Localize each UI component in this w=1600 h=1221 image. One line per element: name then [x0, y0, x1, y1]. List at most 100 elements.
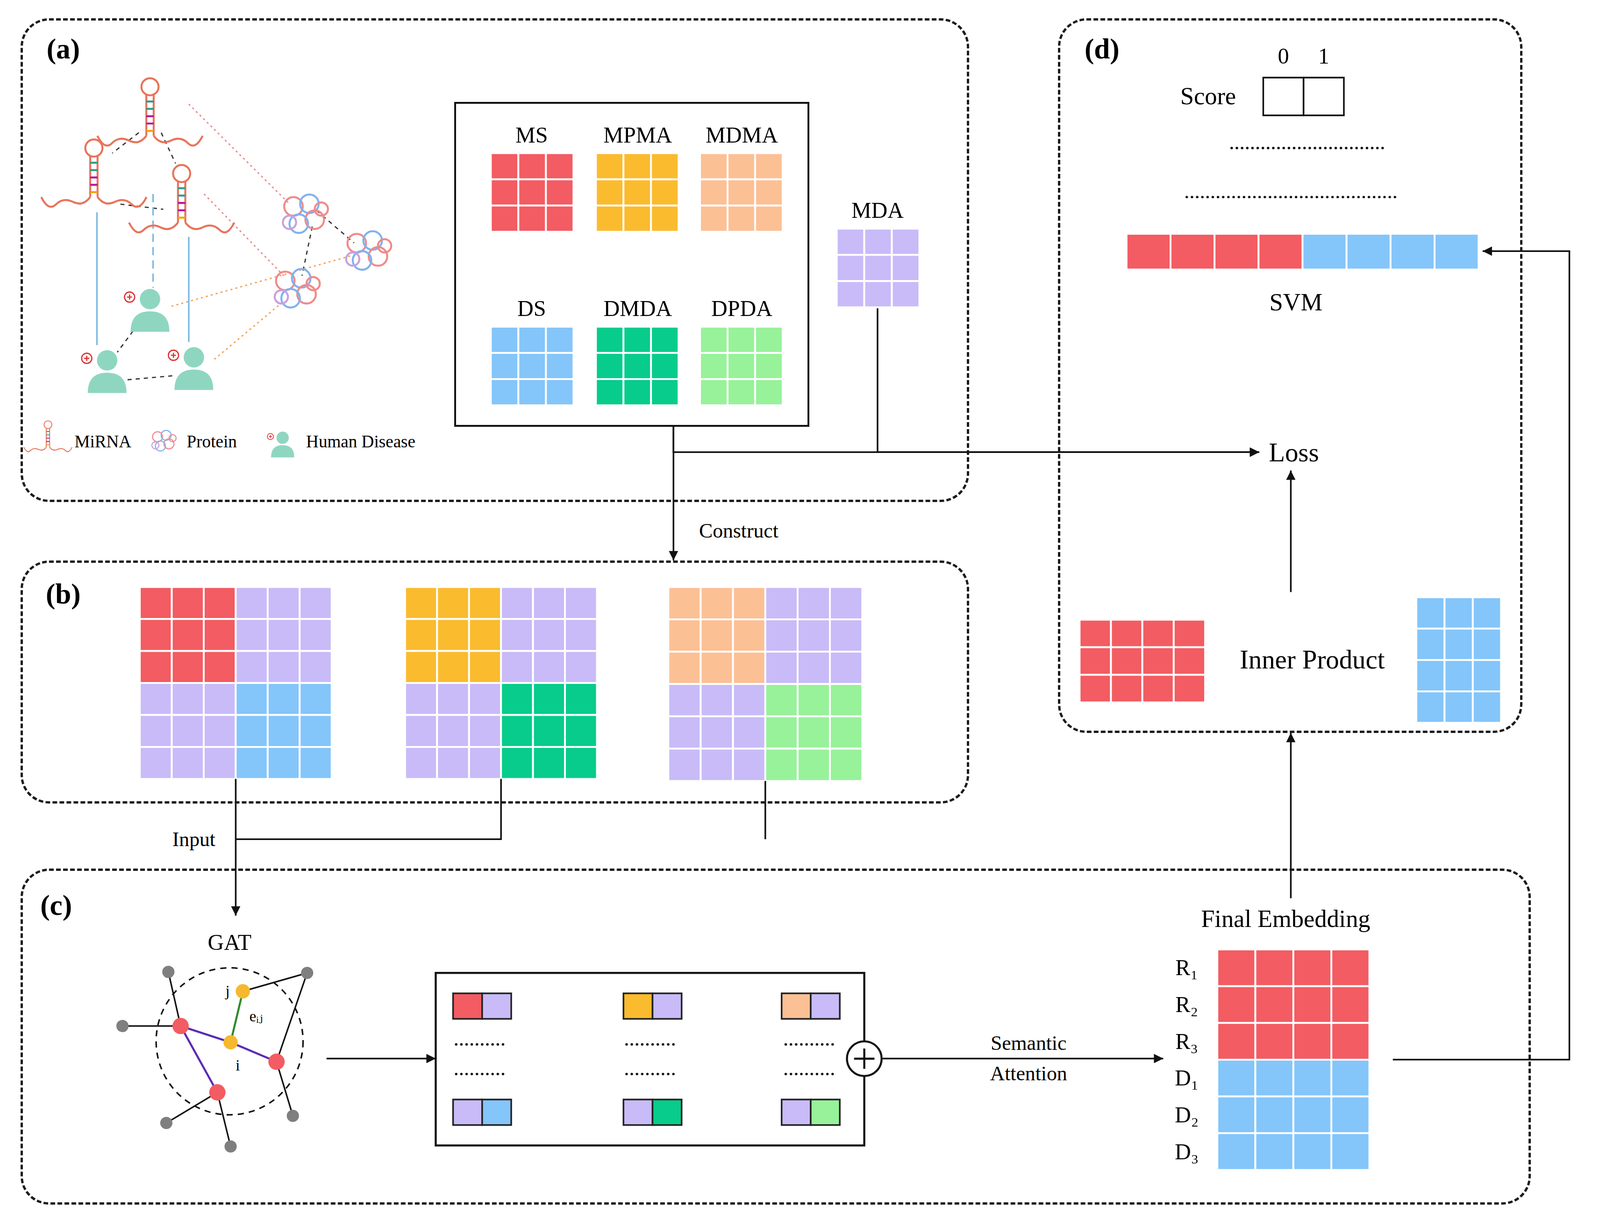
matrix-cell — [700, 179, 728, 206]
matrix-cell — [1258, 233, 1303, 270]
matrix-cell — [668, 683, 701, 716]
matrix-cell — [469, 618, 501, 651]
matrix-cell — [405, 650, 437, 683]
matrix-cell — [700, 352, 728, 379]
matrix-cell — [797, 619, 830, 652]
matrix-cell — [829, 586, 863, 620]
matrix-grids — [139, 77, 1501, 1170]
matrix-cell — [668, 715, 701, 749]
matrix-cell — [797, 683, 830, 716]
panel-label: (d) — [1084, 32, 1120, 66]
matrix-cell — [469, 714, 501, 747]
matrix-cell — [453, 992, 483, 1019]
matrix-cell — [829, 683, 863, 716]
matrix-cell — [436, 618, 469, 651]
gat-graph — [223, 1035, 238, 1050]
matrix-cell — [1255, 949, 1293, 986]
matrix-cell — [1217, 985, 1256, 1023]
matrix-cell — [482, 1099, 512, 1125]
matrix-cell — [781, 992, 811, 1019]
matrix-cell — [1293, 1096, 1332, 1134]
matrix-cell — [650, 326, 679, 353]
matrix-cell — [405, 746, 437, 779]
matrix-cell — [533, 618, 565, 651]
matrix-grid — [781, 992, 840, 1019]
matrix-cell — [836, 280, 865, 308]
matrix-cell — [700, 205, 728, 232]
matrix-cell — [1255, 985, 1293, 1023]
svm-vector: SVM — [1122, 229, 1483, 320]
matrix-cell — [1142, 647, 1174, 675]
connector-arrow — [673, 426, 1259, 453]
matrix-cell — [755, 153, 783, 180]
matrix-cell — [436, 714, 469, 747]
matrix-cell — [1444, 691, 1473, 723]
matrix-cell — [299, 682, 332, 715]
matrix-cell — [892, 254, 920, 281]
panel-label: (a) — [46, 32, 80, 66]
matrix-cell — [469, 746, 501, 779]
matrix-cell — [518, 378, 546, 406]
matrix-cell — [733, 651, 766, 684]
matrix-cell — [139, 586, 172, 619]
matrix-grid — [490, 326, 574, 406]
gat-graph — [224, 1139, 237, 1152]
score-box: 01Score — [1163, 38, 1352, 121]
network-icons — [41, 139, 147, 207]
legend-icons — [151, 430, 177, 451]
matrix-cell — [564, 682, 597, 715]
network-icons — [124, 288, 170, 332]
matrix-cell — [1263, 77, 1304, 116]
matrix-cell — [405, 586, 437, 619]
construct-wires — [235, 778, 765, 839]
matrix-cell — [700, 651, 733, 684]
matrix-cell — [533, 714, 565, 747]
matrix-cell — [1214, 233, 1259, 270]
matrix-cell — [518, 179, 546, 206]
network-links — [188, 104, 290, 278]
matrix-cell — [700, 586, 733, 620]
matrix-cell — [727, 179, 756, 206]
legend-icons — [267, 431, 295, 458]
matrix-cell — [797, 748, 830, 781]
matrix-cell — [864, 280, 893, 308]
score-label: Score — [1180, 81, 1236, 110]
matrix-cell — [171, 586, 204, 619]
matrix-cell — [1346, 233, 1391, 270]
matrix-cell — [810, 1099, 840, 1125]
matrix-cell — [469, 682, 501, 715]
matrix-cell — [727, 326, 756, 353]
matrix-frame: MSMPMAMDMADSDMDADPDA — [454, 101, 810, 427]
matrix-cell — [235, 650, 268, 683]
matrix-cell — [490, 179, 519, 206]
matrix-grid — [453, 992, 512, 1019]
matrix-cell — [700, 748, 733, 781]
loss-node: Loss — [1259, 433, 1329, 471]
matrix-cell — [1302, 233, 1347, 270]
matrix-grid — [1126, 233, 1479, 270]
matrix-cell — [405, 618, 437, 651]
matrix-cell — [650, 153, 679, 180]
matrix-cell — [755, 205, 783, 232]
network-icons — [274, 268, 321, 308]
matrix-cell — [1255, 1059, 1293, 1097]
matrix-cell — [652, 1099, 682, 1125]
matrix-cell — [564, 586, 597, 619]
matrix-cell — [1331, 949, 1370, 986]
gat-graph — [116, 965, 314, 1153]
matrix-cell — [623, 352, 651, 379]
network-links — [152, 193, 154, 288]
matrix-cell — [1331, 1096, 1370, 1134]
matrix-cell — [405, 682, 437, 715]
matrix-cell — [405, 714, 437, 747]
gat-graph — [300, 966, 314, 979]
connector-arrow — [1290, 732, 1292, 899]
matrix-cell — [490, 326, 519, 353]
graph-node-label: eᵢⱼ — [249, 1007, 264, 1026]
matrix-cell — [623, 378, 651, 406]
panel-label: (c) — [40, 888, 72, 922]
connector-arrow — [235, 803, 237, 916]
matrix-cell — [1331, 1022, 1370, 1060]
gat-graph — [172, 1017, 285, 1100]
matrix-cell — [765, 586, 798, 620]
